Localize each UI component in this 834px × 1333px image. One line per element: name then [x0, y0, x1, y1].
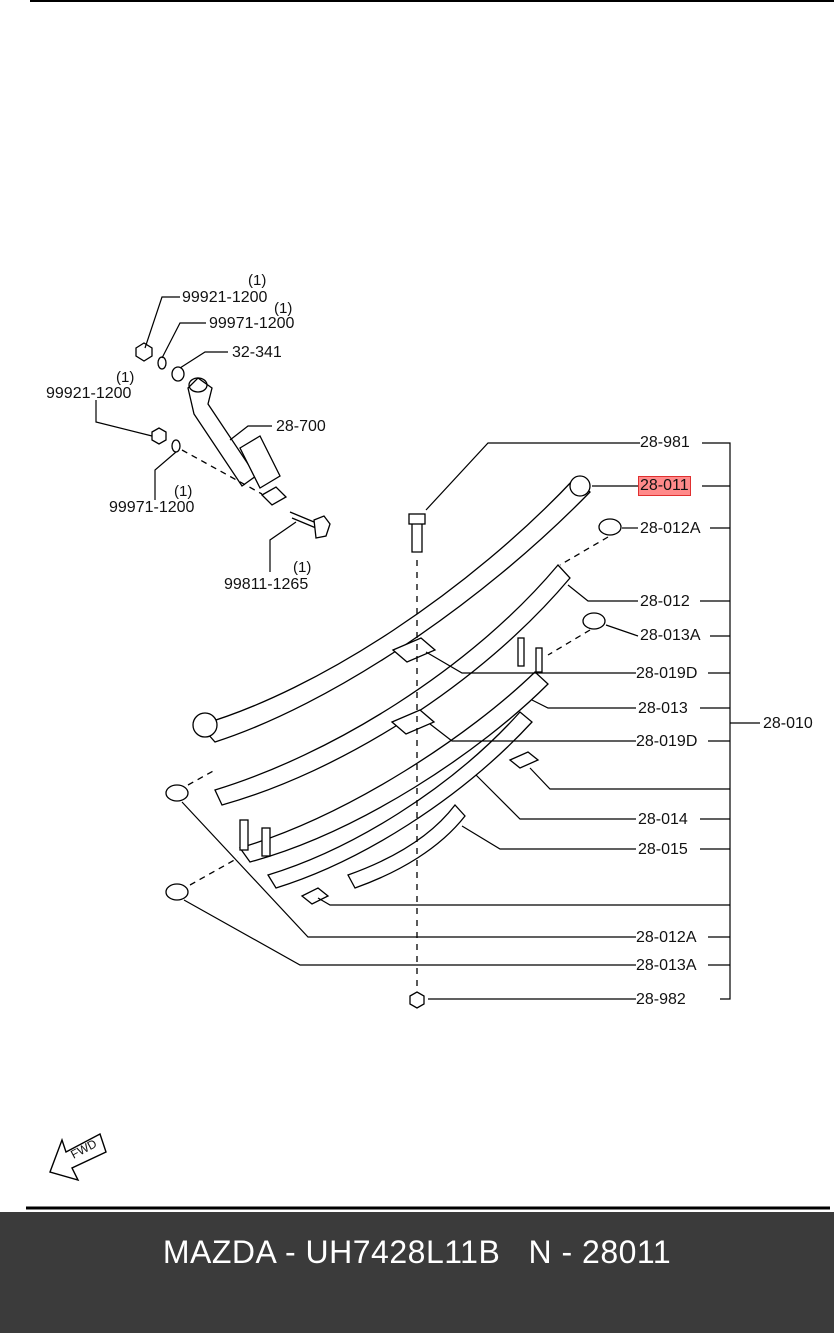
pad-upper [391, 637, 437, 663]
part-label-28-013A[interactable]: 28-013A [640, 627, 701, 644]
clip-rear [239, 819, 249, 851]
leaf-spring-assembly [165, 475, 622, 1009]
main-leaf [198, 477, 591, 743]
clip-front-2 [535, 647, 543, 673]
bolt-axis-line [181, 449, 263, 495]
footer-title: MAZDA - UH7428L11B N - 28011 [162, 1234, 672, 1270]
shock-absorber-assembly [135, 342, 331, 539]
shock-upper-body [187, 377, 257, 487]
bushing [171, 366, 185, 382]
center-nut [409, 991, 425, 1009]
pad-small-front [508, 751, 540, 769]
bumper-line-2 [547, 629, 591, 656]
part-label-28-019D[interactable]: 28-019D [636, 665, 698, 682]
shock-lower-body [239, 435, 281, 489]
footer-bar: MAZDA - UH7428L11B N - 28011 [0, 1212, 834, 1333]
bumper-front-lower [582, 612, 606, 630]
main-leaf-eye-rear [192, 712, 218, 738]
part-label-28-015[interactable]: 28-015 [638, 841, 688, 858]
bumper-line-3 [187, 769, 216, 786]
bumper-rear-upper [165, 784, 189, 802]
qty-label: (1) [116, 369, 135, 386]
part-label-32-341[interactable]: 32-341 [232, 344, 282, 361]
pad-lower [390, 709, 436, 735]
bolt-shank [289, 511, 317, 529]
leaf-3 [238, 671, 549, 863]
bumper-line-1 [559, 536, 609, 566]
qty-label: (1) [174, 483, 193, 500]
part-label-28-981[interactable]: 28-981 [640, 434, 690, 451]
leaf-5 [347, 803, 466, 889]
parts-diagram: (1) 99921-1200 (1) 99971-1200 32-341 (1)… [26, 0, 834, 1210]
nut-lower [151, 427, 167, 445]
shock-eye-upper [188, 377, 208, 393]
shock-eye-lower [260, 486, 288, 506]
clip-front [517, 637, 525, 667]
qty-label: (1) [293, 559, 312, 576]
washer-lower [171, 439, 181, 453]
leaf-4 [267, 711, 533, 889]
part-label-28-011-highlighted[interactable]: 28-011 [638, 476, 691, 496]
leader-lines [95, 296, 760, 1000]
clip-rear-2 [261, 827, 271, 857]
bumper-front-upper [598, 518, 622, 536]
part-label-28-010[interactable]: 28-010 [763, 715, 813, 732]
part-label-28-019D-lower[interactable]: 28-019D [636, 733, 698, 750]
main-leaf-eye-front [569, 475, 591, 497]
center-bolt-shank [411, 524, 423, 553]
part-label-28-012[interactable]: 28-012 [640, 593, 690, 610]
center-bolt-head [408, 513, 426, 525]
part-label-99971-1200-lower[interactable]: 99971-1200 [109, 499, 195, 516]
part-label-99921-1200-lower[interactable]: 99921-1200 [46, 385, 132, 402]
part-label-99811-1265[interactable]: 99811-1265 [224, 576, 309, 593]
part-label-28-012A-lower[interactable]: 28-012A [636, 929, 697, 946]
washer-upper [157, 356, 167, 370]
part-label-28-013[interactable]: 28-013 [638, 700, 688, 717]
part-label-28-982[interactable]: 28-982 [636, 991, 686, 1008]
part-label-28-013A-lower[interactable]: 28-013A [636, 957, 697, 974]
qty-label: (1) [274, 300, 293, 317]
nut-upper [135, 342, 153, 362]
part-label-28-012A[interactable]: 28-012A [640, 520, 701, 537]
bolt-head [313, 515, 331, 539]
bumper-line-4 [189, 857, 239, 886]
leaf-2 [214, 564, 571, 806]
fwd-arrow-icon [49, 1132, 107, 1182]
part-label-28-014[interactable]: 28-014 [638, 811, 688, 828]
qty-label: (1) [248, 272, 267, 289]
part-label-99971-1200[interactable]: 99971-1200 [209, 315, 295, 332]
pad-small-rear [300, 887, 330, 905]
part-label-99921-1200[interactable]: 99921-1200 [182, 289, 268, 306]
diagram-drawing [26, 0, 834, 1210]
bumper-rear-lower [165, 883, 189, 901]
part-label-28-700[interactable]: 28-700 [276, 418, 326, 435]
